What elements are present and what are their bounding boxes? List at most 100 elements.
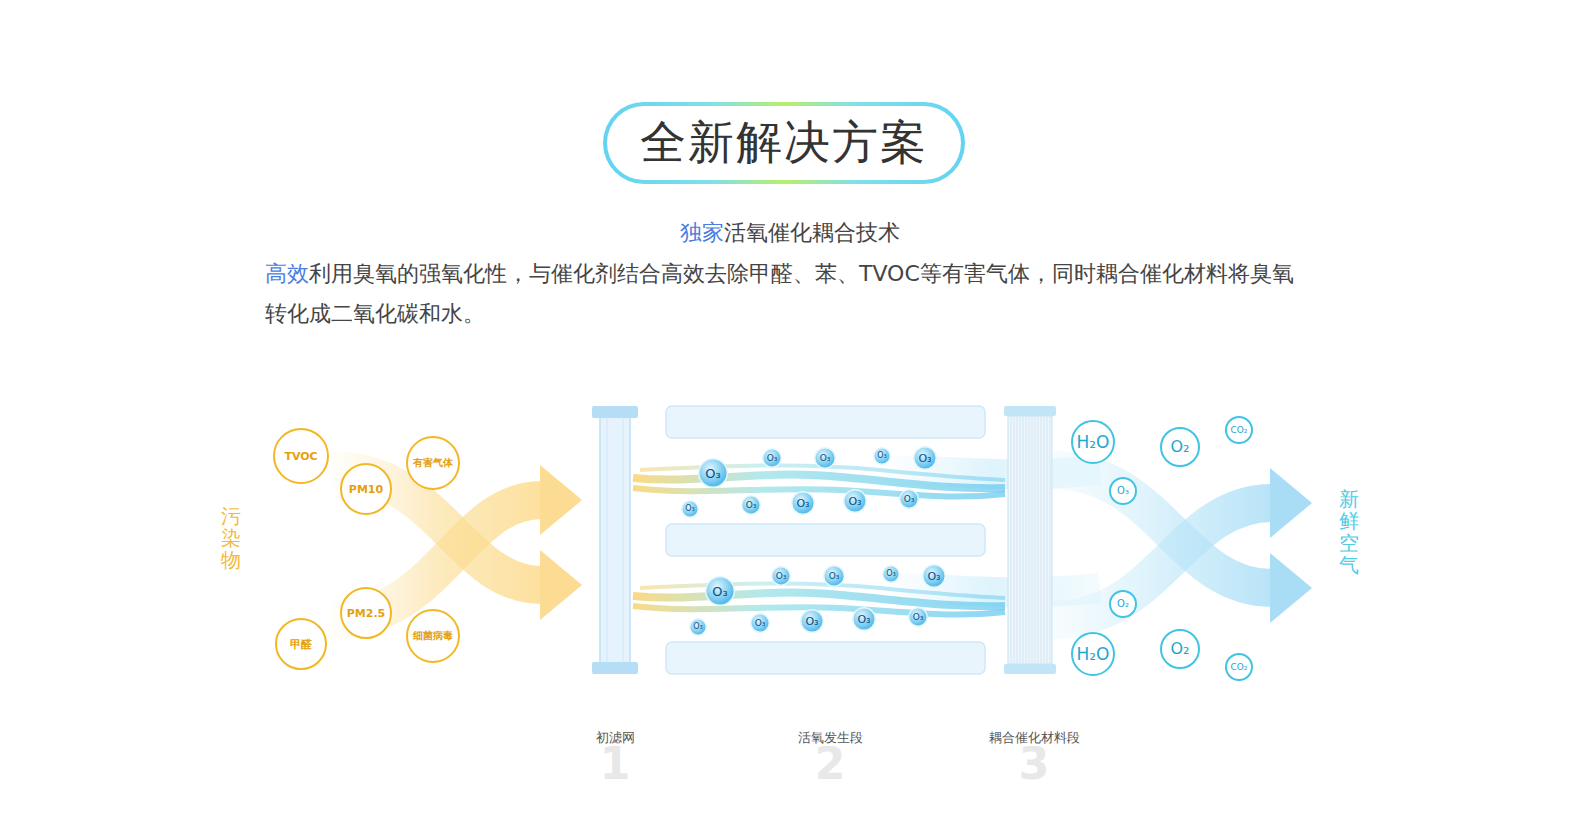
ozone-bubble: O₃ bbox=[913, 446, 937, 470]
node-label: O₃ bbox=[904, 495, 915, 504]
ozone-bubble: O₃ bbox=[791, 491, 815, 515]
node-label: O₃ bbox=[685, 505, 695, 513]
product-bubble: H₂O bbox=[1071, 632, 1115, 676]
ozone-bubble: O₃ bbox=[705, 576, 735, 606]
node-label: 细菌病毒 bbox=[413, 631, 453, 641]
node-text-group: O₂ bbox=[1170, 641, 1189, 657]
ozone-chamber-panels bbox=[666, 406, 985, 674]
node-text-group: CO₂ bbox=[1231, 426, 1248, 435]
catalyst-filter bbox=[1004, 406, 1056, 674]
highlight-text: 独家 bbox=[680, 220, 724, 245]
node-text-group: O₃ bbox=[857, 614, 870, 625]
circle-shape bbox=[763, 449, 782, 468]
node-label: TVOC bbox=[284, 451, 317, 462]
subtitle-line: 独家活氧催化耦合技术 bbox=[0, 218, 1579, 248]
node-text-group: H₂O bbox=[1077, 434, 1110, 451]
node-label: O₃ bbox=[776, 572, 787, 581]
node-text-group: O₃ bbox=[805, 616, 818, 627]
circle-shape bbox=[751, 614, 770, 633]
ozone-bubble: O₃ bbox=[843, 489, 867, 513]
node-text-group: 甲醛 bbox=[290, 639, 312, 650]
ozone-bubble: O₃ bbox=[922, 564, 946, 588]
node-text-group: O₃ bbox=[705, 467, 720, 480]
node-text-group: O₃ bbox=[904, 495, 915, 504]
node-label: O₃ bbox=[767, 454, 778, 463]
circle-shape bbox=[883, 566, 900, 583]
ozone-bubble: O₃ bbox=[852, 607, 876, 631]
circle-shape bbox=[276, 619, 326, 669]
ozone-bubble: O₃ bbox=[681, 500, 699, 518]
filter-screen bbox=[592, 406, 638, 674]
product-bubble: O₂ bbox=[1109, 590, 1137, 618]
circle-shape bbox=[1110, 591, 1136, 617]
node-label: PM2.5 bbox=[347, 608, 386, 619]
node-label: 有害气体 bbox=[413, 458, 453, 468]
circle-shape bbox=[682, 501, 699, 518]
title-text: 全新解决方案 bbox=[640, 112, 928, 174]
node-text-group: 细菌病毒 bbox=[413, 631, 453, 641]
node-text-group: O₃ bbox=[918, 453, 931, 464]
circle-shape bbox=[801, 610, 824, 633]
ozone-bubble: O₃ bbox=[873, 447, 891, 465]
pollutant-circle: 细菌病毒 bbox=[406, 609, 460, 663]
circle-shape bbox=[874, 448, 891, 465]
pollutant-circle: 甲醛 bbox=[275, 618, 327, 670]
node-label: O₃ bbox=[918, 453, 931, 464]
step-number: 1 bbox=[600, 742, 631, 786]
stage-label: 初滤网 bbox=[594, 730, 637, 746]
node-label: O₃ bbox=[705, 467, 720, 480]
stage-label: 耦合催化材料段 bbox=[987, 730, 1082, 746]
product-bubble: O₃ bbox=[1109, 477, 1137, 505]
node-label: O₃ bbox=[712, 585, 727, 598]
ozone-bubble: O₃ bbox=[762, 448, 782, 468]
circle-shape bbox=[274, 429, 328, 483]
node-text-group: O₃ bbox=[767, 454, 778, 463]
ozone-bubble: O₃ bbox=[899, 489, 919, 509]
description-text: 利用臭氧的强氧化性，与催化剂结合高效去除甲醛、苯、TVOC等有害气体，同时耦合催… bbox=[265, 261, 1294, 326]
node-label: O₃ bbox=[857, 614, 870, 625]
node-label: O₃ bbox=[820, 454, 831, 463]
circle-shape bbox=[341, 588, 391, 638]
product-bubble: O₂ bbox=[1160, 427, 1200, 467]
node-text-group: TVOC bbox=[284, 451, 317, 462]
node-label: O₃ bbox=[755, 619, 766, 628]
circle-shape bbox=[699, 459, 728, 488]
ozone-bubble: O₃ bbox=[882, 565, 900, 583]
node-text-group: O₃ bbox=[1117, 486, 1129, 496]
circle-shape bbox=[792, 492, 815, 515]
node-text-group: O₃ bbox=[829, 572, 840, 581]
ozone-bubble: O₃ bbox=[750, 613, 770, 633]
ozone-bubble: O₃ bbox=[800, 609, 824, 633]
node-label: O₃ bbox=[877, 452, 887, 460]
node-label: O₃ bbox=[829, 572, 840, 581]
circle-shape bbox=[1072, 633, 1114, 675]
circle-shape bbox=[1161, 428, 1199, 466]
circle-shape bbox=[1110, 478, 1136, 504]
node-text-group: O₃ bbox=[776, 572, 787, 581]
node-text-group: O₂ bbox=[1117, 599, 1129, 609]
node-text-group: O₃ bbox=[796, 498, 809, 509]
node-label: O₃ bbox=[805, 616, 818, 627]
node-text-group: O₃ bbox=[755, 619, 766, 628]
circle-shape bbox=[853, 608, 876, 631]
node-label: O₃ bbox=[1117, 486, 1129, 496]
description-paragraph: 高效利用臭氧的强氧化性，与催化剂结合高效去除甲醛、苯、TVOC等有害气体，同时耦… bbox=[265, 254, 1315, 334]
node-text-group: O₃ bbox=[927, 571, 940, 582]
node-text-group: O₃ bbox=[746, 501, 757, 510]
node-label: O₃ bbox=[848, 496, 861, 507]
fresh-air-arrows bbox=[1052, 468, 1312, 623]
node-text-group: O₃ bbox=[913, 613, 924, 622]
ozone-bubble: O₃ bbox=[698, 458, 728, 488]
circle-shape bbox=[844, 490, 867, 513]
pollutant-circle: 有害气体 bbox=[406, 436, 460, 490]
title-pill-inner: 全新解决方案 bbox=[607, 106, 961, 180]
ozone-bubble: O₃ bbox=[814, 447, 836, 469]
pollutant-circle: PM10 bbox=[340, 463, 392, 515]
highlight-text: 高效 bbox=[265, 261, 309, 286]
circle-shape bbox=[772, 567, 791, 586]
node-text-group: 有害气体 bbox=[413, 458, 453, 468]
circle-shape bbox=[815, 448, 836, 469]
vertical-label: 新鲜空气 bbox=[1339, 488, 1359, 576]
node-text-group: O₃ bbox=[693, 623, 703, 631]
